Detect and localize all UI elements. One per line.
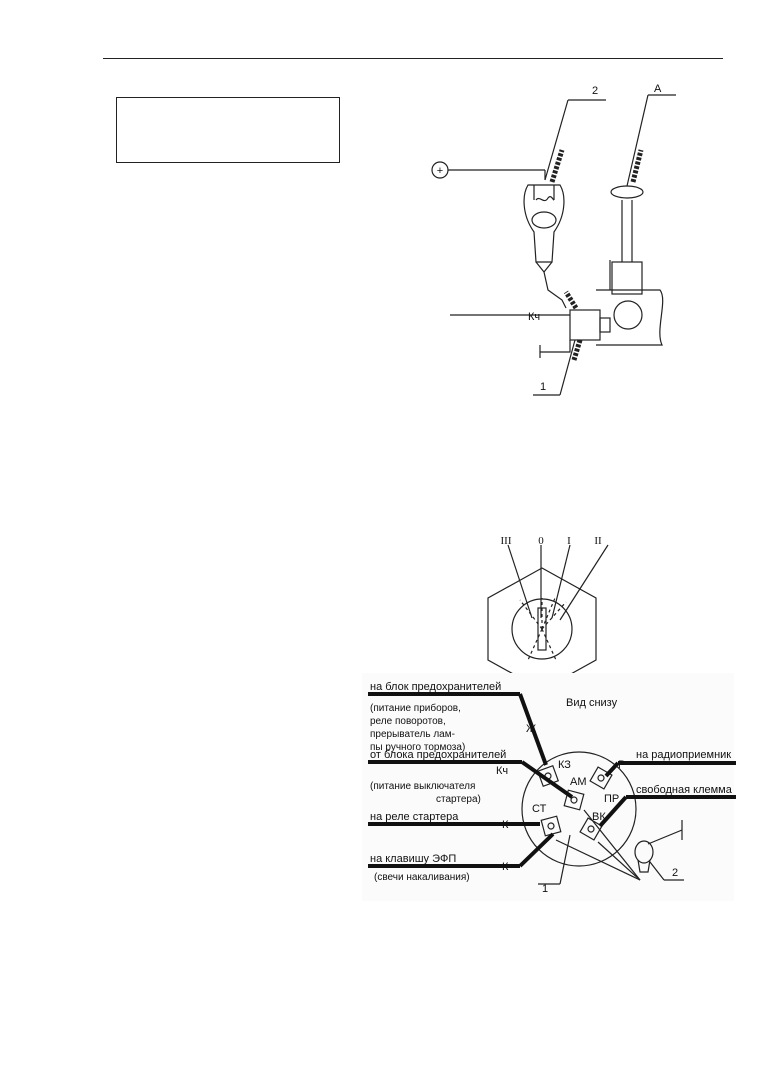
position-I: I [567, 535, 571, 547]
note-box [116, 97, 340, 163]
note-fuse-block-from-1: стартера) [436, 794, 481, 805]
callout-1: 1 [542, 883, 548, 895]
terminal-label-st: СТ [532, 803, 547, 815]
plunger-cap-icon [610, 185, 644, 199]
header-rule [103, 58, 723, 59]
note-fuse-block-from-0: (питание выключателя [370, 781, 475, 792]
callout-2: 2 [672, 867, 678, 879]
label-efp-key: на клавишу ЭФП [370, 853, 456, 865]
fig1-label-kch: Кч [528, 311, 540, 323]
label-from-fuse-block: от блока предохранителей [370, 749, 506, 761]
fig1-label-2: 2 [592, 85, 598, 97]
terminal-label-am: АМ [570, 776, 587, 788]
fig1-label-A: A [654, 83, 662, 95]
note-fuse-block-to-1: реле поворотов, [370, 716, 446, 727]
terminal-pr [589, 766, 613, 790]
figure-3-bottom-view [362, 673, 736, 901]
terminal-label-pr: ПР [604, 793, 619, 805]
figure-2-key-positions [487, 544, 609, 691]
fig1-label-1: 1 [540, 381, 546, 393]
switch-body-circle [521, 751, 637, 867]
label-to-fuse-block: на блок предохранителей [370, 681, 501, 693]
note-fuse-block-to-0: (питание приборов, [370, 702, 461, 714]
position-III: III [501, 535, 512, 547]
wire-letter-k-efp: К [502, 861, 509, 873]
wire-letter-kch: Кч [496, 765, 508, 777]
bulb-icon [523, 184, 565, 273]
label-free-terminal: свободная клемма [636, 784, 733, 796]
plus-symbol: + [437, 165, 443, 177]
terminal-am [563, 789, 585, 811]
note-fuse-block-to-2: прерыватель лам- [370, 729, 455, 740]
label-radio: на радиоприемник [636, 749, 731, 761]
terminal-st [540, 815, 562, 837]
wire-letter-r-radio: Р [618, 759, 625, 771]
indicator-bulb-icon [634, 820, 684, 881]
note-efp-key: (свечи накаливания) [374, 872, 470, 883]
label-starter-relay: на реле стартера [370, 811, 459, 823]
position-II: II [594, 535, 602, 547]
wire-letter-zh: Ж [526, 723, 536, 735]
view-label: Вид снизу [566, 697, 618, 709]
terminal-vk [579, 817, 603, 841]
note-fuse-block-to-3: пы ручного тормоза) [370, 742, 465, 753]
terminal-label-kz: КЗ [558, 759, 571, 771]
wire-letter-k-starter: К [502, 819, 509, 831]
figure-1-brake-lamp-circuit [431, 94, 676, 396]
position-0: 0 [538, 535, 544, 547]
terminal-label-vk: ВК [592, 811, 606, 823]
